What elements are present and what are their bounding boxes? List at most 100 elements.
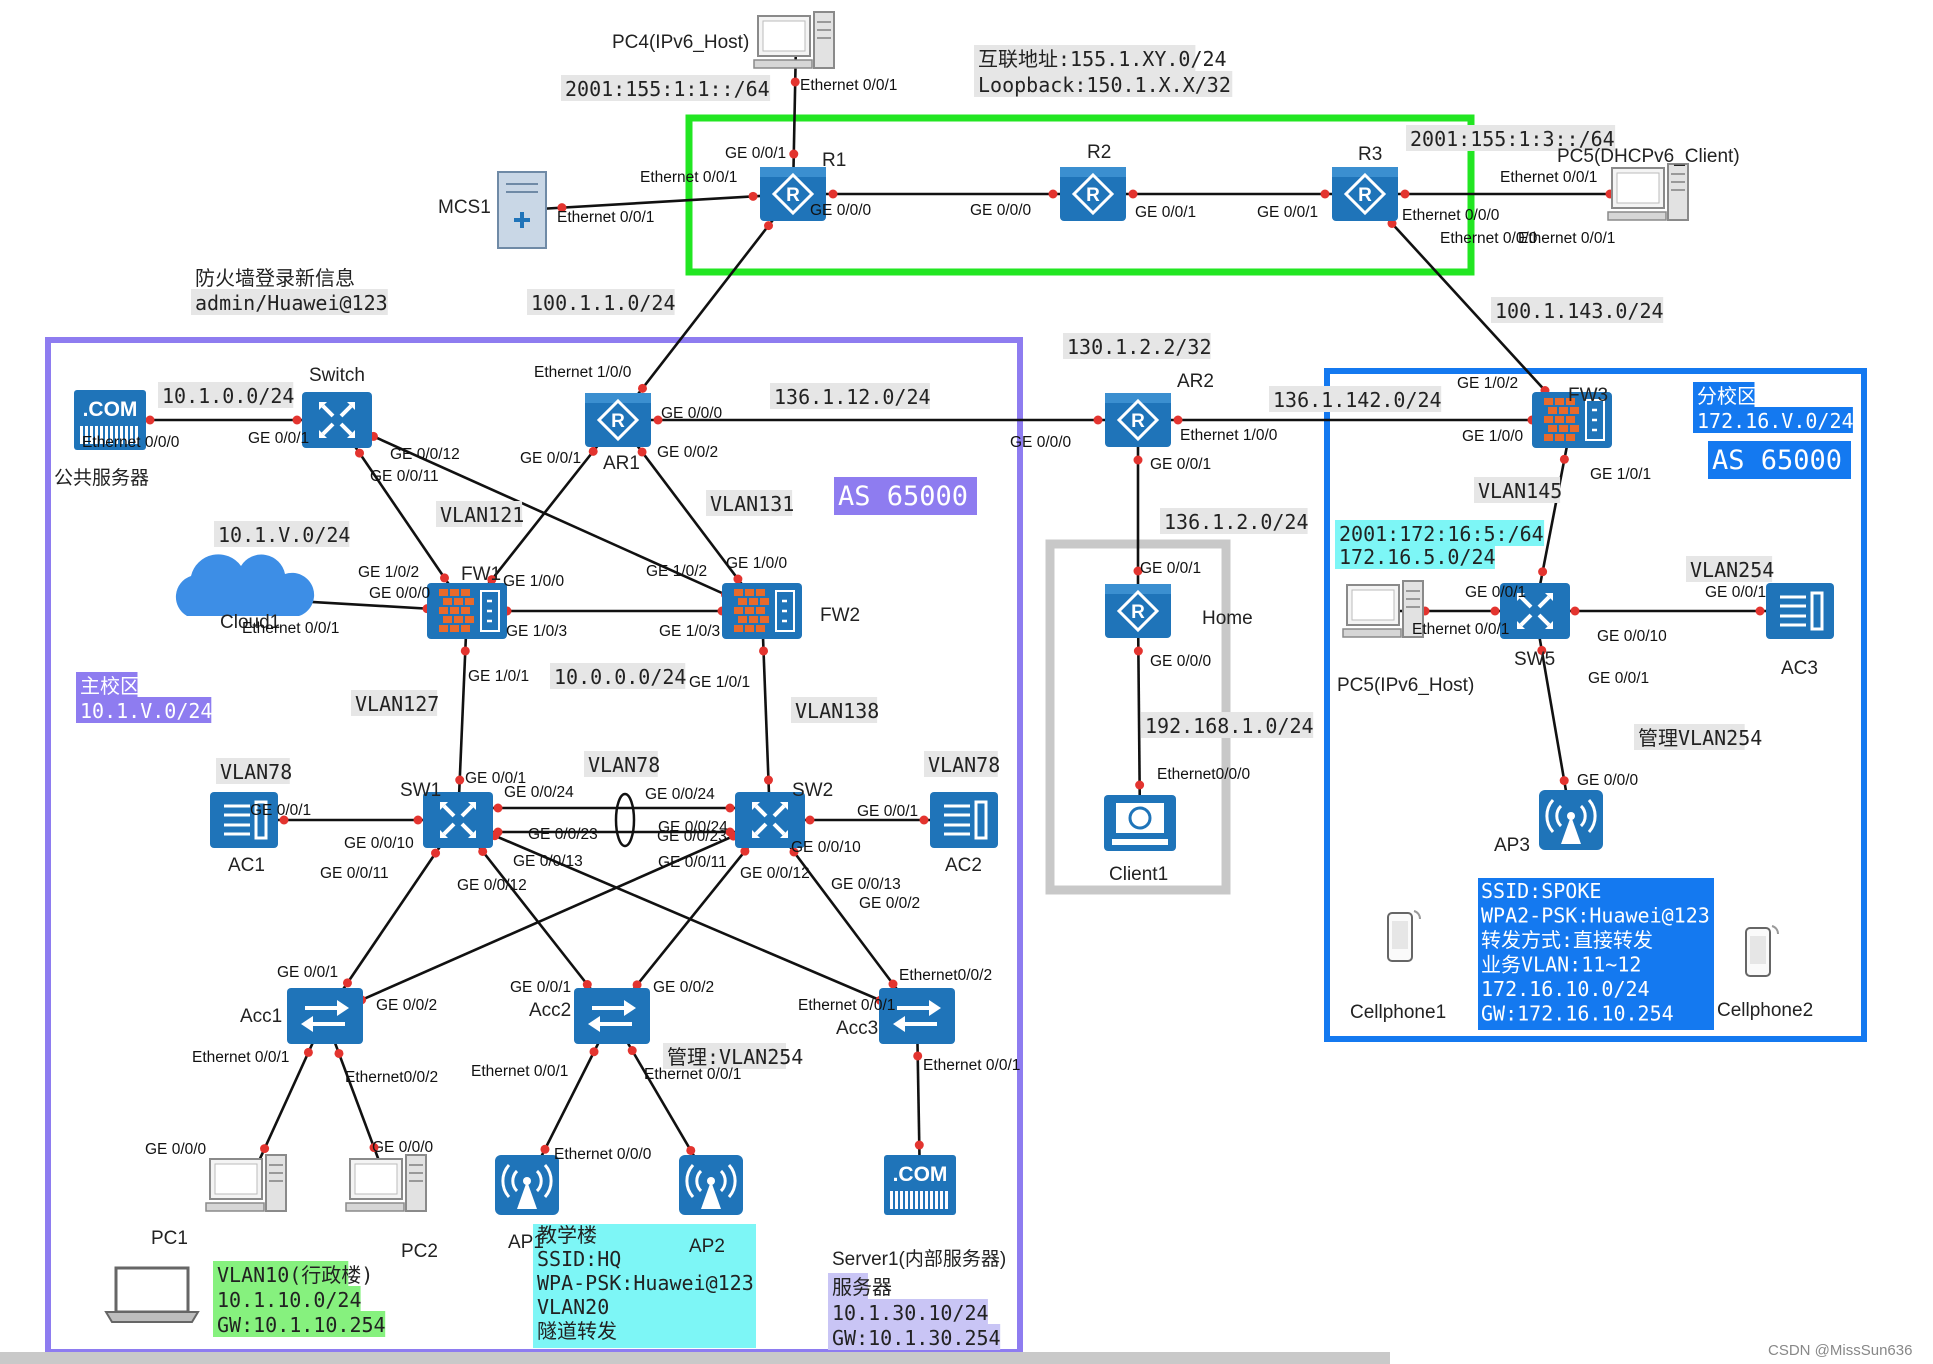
l3-switch-icon[interactable]: [302, 392, 372, 448]
port-label: GE 0/0/2: [376, 997, 437, 1014]
note-teach-3: WPA-PSK:Huawei@123: [537, 1271, 754, 1295]
l2-switch-icon[interactable]: [287, 988, 363, 1044]
port-dot: [632, 980, 642, 990]
svg-text:R: R: [786, 185, 800, 206]
device-label-fw2: FW2: [820, 605, 860, 626]
note-bg: [213, 1286, 361, 1312]
ac-icon[interactable]: [210, 792, 278, 848]
note-fw-login-2: admin/Huawei@123: [195, 291, 388, 315]
com-server-icon[interactable]: .COM: [74, 390, 146, 450]
firewall-icon[interactable]: [1532, 392, 1612, 448]
ac-icon[interactable]: [1766, 583, 1834, 639]
note-bg: [791, 697, 878, 723]
svg-text:R: R: [1086, 185, 1100, 206]
port-label: GE 0/0/10: [1597, 628, 1667, 645]
device-label-cloud1: Cloud1: [220, 612, 280, 633]
note-net-136-142: 136.1.142.0/24: [1273, 388, 1442, 412]
phone-icon[interactable]: [1745, 925, 1779, 977]
port-dot: [487, 575, 497, 585]
note-bg: [213, 1261, 349, 1287]
link-fw3-sw5: [1533, 419, 1574, 612]
pc-icon[interactable]: [205, 1154, 287, 1212]
router-icon[interactable]: R: [760, 167, 826, 221]
port-dot: [1133, 566, 1143, 576]
note-vlan78-r: VLAN78: [928, 753, 1000, 777]
port-label: GE 0/0/0: [1150, 653, 1212, 670]
link-sw2-acc1: [324, 818, 771, 1018]
link-fw1-sw1: [456, 610, 469, 821]
ap-icon[interactable]: [495, 1155, 559, 1215]
com-server-icon[interactable]: .COM: [884, 1155, 956, 1215]
port-label: Ethernet 0/0/0: [82, 434, 180, 451]
phone-icon[interactable]: [1387, 910, 1421, 962]
port-dot: [455, 775, 465, 785]
note-bg: [1406, 125, 1616, 151]
note-main-1: 主校区编址: [80, 674, 180, 698]
router-icon[interactable]: R: [1105, 584, 1171, 638]
port-label: GE 0/0/12: [390, 446, 460, 463]
pc-icon[interactable]: [753, 11, 835, 69]
horizontal-scrollbar[interactable]: [0, 1352, 1390, 1364]
pc-icon[interactable]: [345, 1154, 427, 1212]
port-label: GE 0/0/1: [1705, 584, 1766, 601]
note-net-192: 192.168.1.0/24: [1145, 714, 1314, 738]
l3-switch-icon[interactable]: [423, 792, 493, 848]
note-bg: [663, 1043, 786, 1069]
l2-switch-icon[interactable]: [879, 988, 955, 1044]
port-dot: [764, 221, 774, 231]
port-label: Ethernet 0/0/1: [557, 209, 654, 226]
pc-icon[interactable]: [1342, 580, 1424, 638]
port-label: GE 0/0/1: [1465, 584, 1526, 601]
note-bg: [1141, 712, 1314, 738]
port-label: GE 1/0/2: [1457, 375, 1518, 392]
note-bg: [974, 45, 1196, 71]
ap-icon[interactable]: [679, 1155, 743, 1215]
port-dot: [725, 803, 735, 813]
note-bg: [1693, 382, 1755, 408]
laptop-icon[interactable]: [104, 1266, 200, 1323]
port-dot: [540, 1144, 550, 1154]
note-wlan-b5: 172.16.10.0/24: [1481, 977, 1650, 1001]
router-icon[interactable]: R: [585, 393, 651, 447]
router-icon[interactable]: R: [1060, 167, 1126, 221]
port-dot: [493, 803, 503, 813]
svg-text:R: R: [1131, 411, 1145, 432]
device-label-ap2: AP2: [689, 1236, 725, 1257]
port-dot: [588, 446, 598, 456]
port-dot: [369, 1143, 379, 1153]
device-label-pc5b: PC5(IPv6_Host): [1337, 675, 1474, 696]
port-dot: [1135, 780, 1145, 790]
port-dot: [1559, 454, 1569, 464]
router-icon[interactable]: R: [1332, 167, 1398, 221]
note-bg: [1693, 407, 1853, 433]
cloud-icon[interactable]: [175, 554, 315, 616]
note-pc4-net: 2001:155:1:1::/64: [565, 77, 770, 101]
router-icon[interactable]: R: [1105, 393, 1171, 447]
firewall-icon[interactable]: [722, 583, 802, 639]
l3-switch-icon[interactable]: [735, 792, 805, 848]
firewall-icon[interactable]: [427, 583, 507, 639]
pc-icon[interactable]: [1607, 163, 1689, 221]
port-dot: [733, 574, 743, 584]
port-label: Ethernet 0/0/1: [192, 1049, 289, 1066]
port-dot: [740, 846, 750, 856]
port-label: GE 1/0/2: [646, 563, 707, 580]
server-icon[interactable]: [497, 171, 547, 249]
port-label: GE 0/0/12: [740, 865, 810, 882]
note-net-10-0: 10.0.0.0/24: [554, 665, 686, 689]
note-teach-2: SSID:HQ: [537, 1247, 621, 1271]
l3-switch-icon[interactable]: [1500, 583, 1570, 639]
note-bg: [527, 289, 675, 315]
l2-switch-icon[interactable]: [574, 988, 650, 1044]
port-dot: [653, 415, 663, 425]
note-teach-1: 教学楼: [537, 1223, 597, 1247]
ac-icon[interactable]: [930, 792, 998, 848]
note-bg: [158, 382, 294, 408]
port-dot: [637, 447, 647, 457]
port-dot: [1559, 776, 1569, 786]
device-label-client1: Client1: [1109, 864, 1168, 885]
ap-icon[interactable]: [1539, 790, 1603, 850]
client-icon[interactable]: [1104, 795, 1176, 851]
